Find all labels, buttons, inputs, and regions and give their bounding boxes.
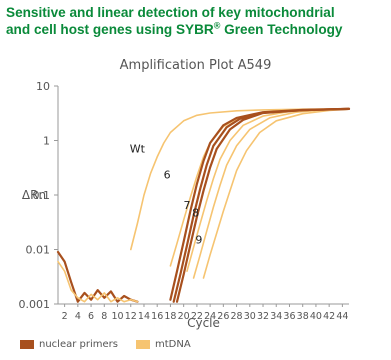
headline-line-1: Sensitive and linear detection of key mi… — [6, 5, 335, 20]
x-tick-label: 4 — [75, 311, 81, 322]
mtdna-curve — [57, 260, 139, 303]
legend-swatch-mtdna — [135, 339, 150, 349]
legend-item-nuclear: nuclear primers — [20, 339, 118, 350]
y-tick-label: 1 — [43, 135, 50, 148]
y-tick-label: 10 — [36, 80, 50, 93]
headline-line-2: and cell host genes using SYBR® Green Te… — [6, 21, 386, 38]
x-axis-label: Cycle — [187, 316, 220, 330]
headline-line-2-end: Green Technology — [220, 22, 343, 37]
chart-title: Amplification Plot A549 — [119, 58, 272, 73]
mtdna-curve — [186, 108, 350, 273]
x-tick-label: 20 — [178, 311, 190, 322]
x-tick-label: 32 — [257, 311, 269, 322]
curve-annotation: 9 — [195, 233, 202, 246]
y-tick-label: 0.01 — [26, 244, 51, 257]
y-tick-label: 0.1 — [33, 189, 51, 202]
x-tick-label: 40 — [310, 311, 322, 322]
x-tick-label: 38 — [297, 311, 309, 322]
headline: Sensitive and linear detection of key mi… — [6, 4, 386, 38]
x-tick-label: 16 — [151, 311, 163, 322]
legend-label-mtdna: mtDNA — [154, 338, 191, 350]
x-tick-label: 42 — [323, 311, 335, 322]
mtdna-curve — [202, 108, 350, 279]
x-tick-label: 26 — [217, 311, 229, 322]
x-tick-label: 12 — [125, 311, 137, 322]
legend-swatch-nuclear — [20, 339, 34, 349]
curve-annotation: 6 — [164, 169, 171, 182]
legend-label-nuclear: nuclear primers — [39, 338, 118, 350]
y-tick-label: 0.001 — [19, 298, 51, 311]
x-tick-label: 8 — [101, 311, 107, 322]
x-tick-label: 28 — [231, 311, 243, 322]
x-tick-label: 10 — [111, 311, 123, 322]
x-tick-label: 30 — [244, 311, 256, 322]
curve-annotation: Wt — [130, 143, 146, 156]
x-tick-label: 36 — [283, 311, 295, 322]
registered-mark: ® — [213, 20, 221, 31]
legend-item-mtdna: mtDNA — [135, 338, 191, 350]
x-tick-label: 6 — [88, 311, 94, 322]
nuclear-primers-curve — [175, 107, 351, 303]
x-tick-label: 44 — [336, 311, 348, 322]
mtdna-curve — [192, 108, 350, 279]
legend: nuclear primers mtDNA — [20, 336, 191, 352]
y-axis-label: ΔRn — [22, 188, 46, 202]
curve-annotation: 7 — [183, 199, 190, 212]
mtdna-curve — [130, 108, 350, 251]
x-tick-label: 34 — [270, 311, 282, 322]
headline-line-2-start: and cell host genes using SYBR — [6, 22, 214, 37]
curve-annotation: 8 — [192, 207, 199, 220]
x-tick-label: 18 — [164, 311, 176, 322]
x-tick-label: 14 — [138, 311, 150, 322]
nuclear-primers-curve — [56, 250, 139, 303]
x-tick-label: 2 — [62, 311, 68, 322]
x-tick-label: 24 — [204, 311, 216, 322]
x-tick-label: 22 — [191, 311, 203, 322]
